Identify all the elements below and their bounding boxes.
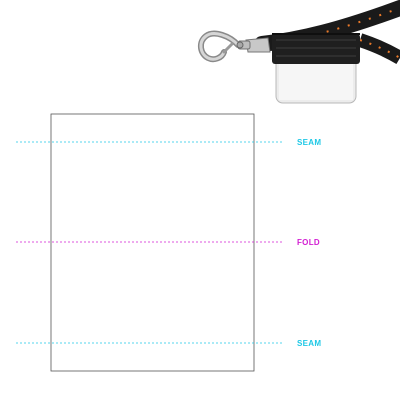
seam-label-bottom: SEAM bbox=[297, 339, 322, 348]
lanyard-clip-icon bbox=[198, 0, 400, 104]
fold-label: FOLD bbox=[297, 238, 320, 247]
print-panel-outline bbox=[50, 113, 255, 372]
seam-label-top: SEAM bbox=[297, 138, 322, 147]
